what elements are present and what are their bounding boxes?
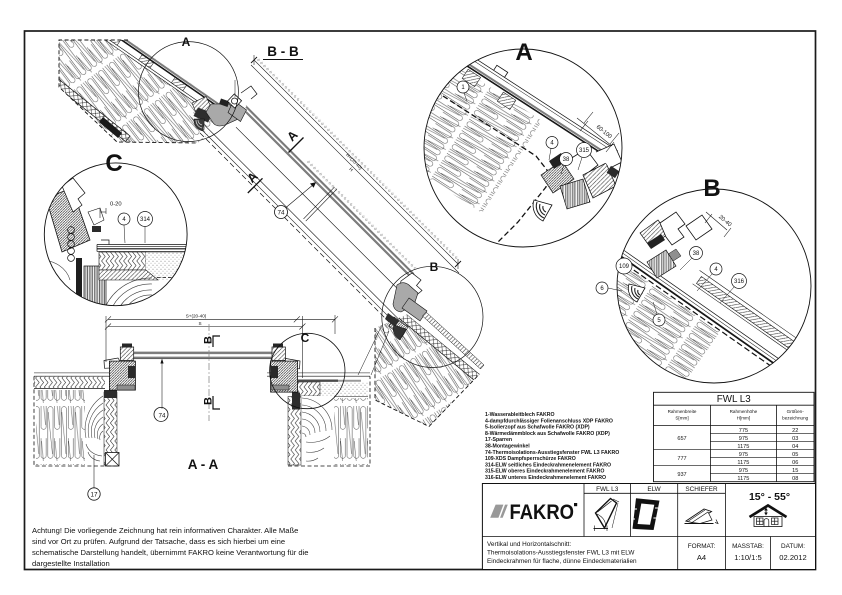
svg-text:0-20: 0-20 bbox=[110, 202, 122, 208]
svg-text:C: C bbox=[301, 331, 310, 345]
svg-text:B: B bbox=[430, 260, 439, 274]
svg-text:38: 38 bbox=[693, 251, 700, 257]
svg-text:4: 4 bbox=[122, 217, 126, 223]
svg-text:A: A bbox=[182, 35, 191, 49]
svg-text:S: S bbox=[198, 321, 201, 326]
svg-text:Thermoisolations-Ausstiegsfens: Thermoisolations-Ausstiegsfenster FWL L3… bbox=[487, 550, 635, 557]
svg-text:Achtung! Die vorliegende Zeich: Achtung! Die vorliegende Zeichnung hat r… bbox=[32, 526, 298, 535]
svg-text:S+(20-40): S+(20-40) bbox=[186, 314, 207, 319]
svg-text:8-Wärmedämmblock aus Schafwoll: 8-Wärmedämmblock aus Schafwolle FAKRO (X… bbox=[485, 431, 610, 437]
svg-text:DATUM:: DATUM: bbox=[781, 543, 805, 550]
svg-text:FWL L3: FWL L3 bbox=[596, 486, 619, 493]
svg-text:06: 06 bbox=[792, 460, 798, 466]
svg-text:Vertikal und Horizontalschnitt: Vertikal und Horizontalschnitt: bbox=[487, 541, 571, 548]
svg-text:5: 5 bbox=[657, 318, 661, 324]
svg-text:975: 975 bbox=[739, 452, 748, 458]
svg-text:ELW: ELW bbox=[647, 486, 661, 493]
svg-text:A - A: A - A bbox=[188, 457, 219, 472]
svg-text:975: 975 bbox=[739, 468, 748, 474]
svg-text:FORMAT:: FORMAT: bbox=[688, 543, 716, 550]
svg-text:975: 975 bbox=[739, 436, 748, 442]
svg-text:74: 74 bbox=[277, 209, 285, 216]
svg-text:1:10/1:5: 1:10/1:5 bbox=[734, 553, 761, 562]
svg-text:6: 6 bbox=[600, 286, 604, 292]
svg-text:08: 08 bbox=[792, 476, 798, 482]
svg-text:38-Montagewinkel: 38-Montagewinkel bbox=[485, 444, 530, 450]
svg-text:Größen-: Größen- bbox=[787, 409, 805, 414]
svg-text:B: B bbox=[703, 175, 720, 202]
svg-text:109: 109 bbox=[619, 264, 630, 270]
svg-text:15° - 55°: 15° - 55° bbox=[749, 491, 790, 503]
svg-text:38: 38 bbox=[563, 157, 570, 163]
svg-text:314-ELW seitliches Eindeckrahm: 314-ELW seitliches Eindeckrahmenelement … bbox=[485, 462, 611, 468]
svg-text:315: 315 bbox=[579, 148, 590, 154]
svg-text:B - B: B - B bbox=[267, 44, 299, 59]
svg-text:Eindeckrahmen für flache, dünn: Eindeckrahmen für flache, dünne Eindeckm… bbox=[487, 558, 637, 565]
svg-text:B: B bbox=[202, 397, 214, 405]
svg-text:314: 314 bbox=[140, 217, 151, 223]
svg-text:316-ELW unteres Eindeckrahmene: 316-ELW unteres Eindeckrahmenelement FAK… bbox=[485, 475, 606, 481]
svg-text:1175: 1175 bbox=[737, 460, 749, 466]
svg-text:02.2012: 02.2012 bbox=[779, 553, 806, 562]
svg-text:SCHIEFER: SCHIEFER bbox=[685, 486, 718, 493]
svg-text:03: 03 bbox=[792, 436, 798, 442]
svg-text:1: 1 bbox=[461, 85, 465, 91]
svg-text:17-Sparren: 17-Sparren bbox=[485, 437, 512, 443]
svg-text:A4: A4 bbox=[697, 553, 706, 562]
svg-text:1-Wasserableitblech FAKRO: 1-Wasserableitblech FAKRO bbox=[485, 412, 555, 418]
svg-text:4-dampfdurchlässiger Folienans: 4-dampfdurchlässiger Folienanschluss XDP… bbox=[485, 418, 613, 424]
svg-text:1175: 1175 bbox=[737, 444, 749, 450]
svg-text:MASSTAB:: MASSTAB: bbox=[732, 543, 764, 550]
svg-text:05: 05 bbox=[792, 452, 798, 458]
svg-text:316: 316 bbox=[734, 279, 745, 285]
svg-text:937: 937 bbox=[677, 472, 686, 478]
svg-text:dargestellte Installation: dargestellte Installation bbox=[32, 559, 110, 568]
svg-text:bezeichnung: bezeichnung bbox=[782, 416, 808, 421]
svg-text:5-Isolierzopf aus Schafwolle F: 5-Isolierzopf aus Schafwolle FAKRO (XDP) bbox=[485, 425, 590, 431]
svg-text:sind vor Ort zu prüfen. Aufgru: sind vor Ort zu prüfen. Aufgrund der Tat… bbox=[32, 537, 285, 546]
svg-text:315-ELW oberes Eindeckrahmenel: 315-ELW oberes Eindeckrahmenelement FAKR… bbox=[485, 469, 604, 475]
svg-text:15: 15 bbox=[792, 468, 798, 474]
svg-text:FAKRO: FAKRO bbox=[510, 500, 575, 524]
svg-text:B: B bbox=[202, 336, 214, 344]
svg-text:H[mm]: H[mm] bbox=[737, 416, 751, 421]
svg-text:Rahmenbreite: Rahmenbreite bbox=[668, 409, 697, 414]
svg-text:1175: 1175 bbox=[737, 476, 749, 482]
svg-text:Rahmenhöhe: Rahmenhöhe bbox=[730, 409, 758, 414]
svg-text:H: H bbox=[348, 166, 354, 172]
svg-text:S[mm]: S[mm] bbox=[675, 416, 688, 421]
svg-text:4: 4 bbox=[550, 141, 554, 147]
svg-text:A: A bbox=[515, 39, 532, 66]
svg-text:4: 4 bbox=[714, 267, 718, 273]
svg-text:775: 775 bbox=[739, 428, 748, 434]
svg-text:FWL L3: FWL L3 bbox=[717, 394, 751, 405]
svg-text:74-Thermoisolations-Ausstiegsf: 74-Thermoisolations-Ausstiegsfenster FWL… bbox=[485, 450, 619, 456]
svg-text:04: 04 bbox=[792, 444, 798, 450]
svg-text:C: C bbox=[105, 150, 122, 177]
svg-text:657: 657 bbox=[677, 436, 686, 442]
svg-text:109-XDS Dampfsperrschürze FAKR: 109-XDS Dampfsperrschürze FAKRO bbox=[485, 456, 576, 462]
svg-text:777: 777 bbox=[677, 456, 686, 462]
svg-text:17: 17 bbox=[90, 491, 98, 498]
svg-text:schematische Darstellung hande: schematische Darstellung handelt, überni… bbox=[32, 548, 308, 557]
svg-text:74: 74 bbox=[158, 412, 166, 419]
svg-text:22: 22 bbox=[792, 428, 798, 434]
